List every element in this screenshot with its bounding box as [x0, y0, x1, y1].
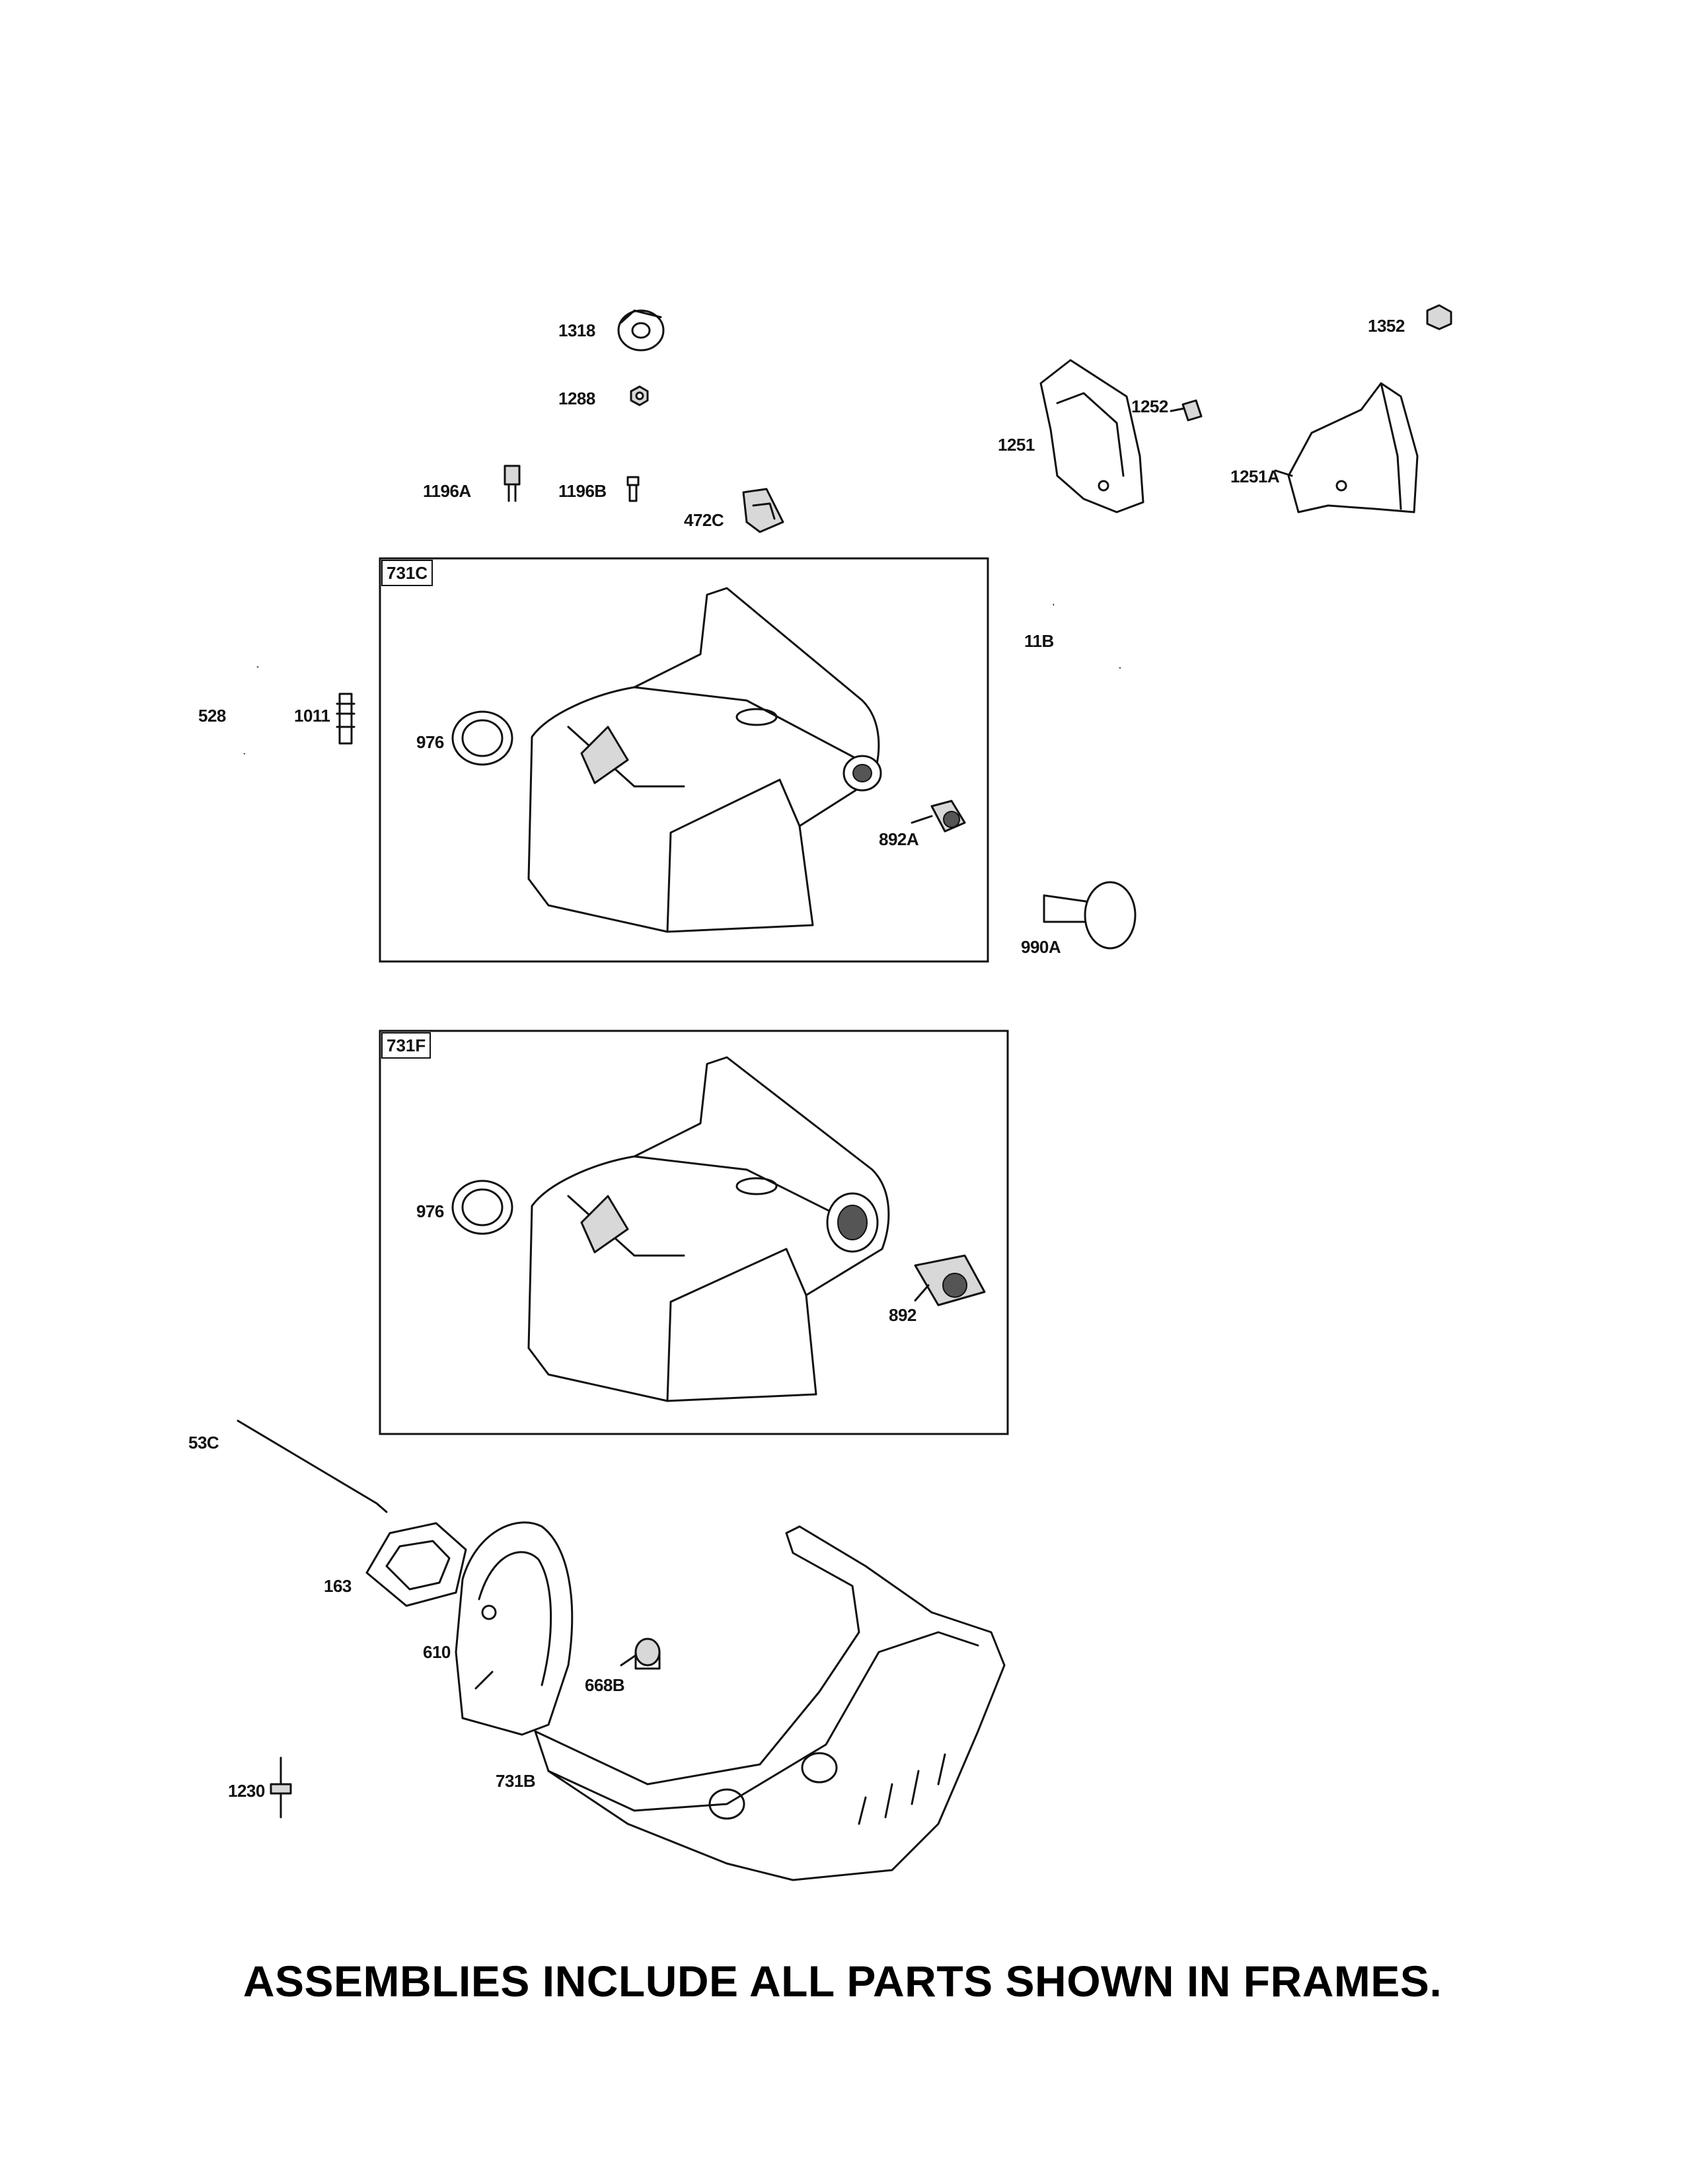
label-976-a: 976 — [416, 732, 444, 752]
part-1230-stud — [270, 1756, 292, 1819]
frame-tag-731c: 731C — [381, 560, 433, 586]
label-892: 892 — [889, 1305, 917, 1325]
label-1230: 1230 — [228, 1781, 265, 1801]
label-976-b: 976 — [416, 1201, 444, 1221]
label-1251a: 1251A — [1230, 467, 1280, 486]
part-892a-valve — [930, 800, 966, 833]
part-528-hose — [242, 666, 261, 755]
part-472c-clip — [742, 488, 784, 533]
part-1196b-screw — [626, 476, 640, 502]
part-1318-nut — [617, 309, 665, 352]
part-11b-hose — [1053, 599, 1126, 669]
part-53c-rod — [237, 1419, 388, 1513]
fuel-tank-731c — [527, 587, 882, 933]
part-892-valve — [914, 1254, 986, 1306]
label-1288: 1288 — [558, 389, 595, 408]
part-1352-nut — [1426, 304, 1452, 330]
label-668b: 668B — [585, 1675, 625, 1695]
part-990a-primer — [1043, 881, 1137, 950]
label-1011: 1011 — [294, 706, 330, 726]
part-1252-bolt — [1170, 399, 1203, 422]
label-731b: 731B — [496, 1771, 536, 1791]
leader-lines — [474, 469, 1293, 1690]
label-990a: 990A — [1021, 937, 1061, 957]
part-976-cap-a — [451, 710, 513, 766]
label-11b: 11B — [1024, 631, 1054, 651]
part-731b-guard — [534, 1525, 1006, 1881]
label-610: 610 — [423, 1642, 451, 1662]
label-1196b: 1196B — [558, 481, 607, 501]
label-1251: 1251 — [998, 435, 1035, 455]
part-976-cap-b — [451, 1180, 513, 1235]
frame-731c-border — [379, 557, 989, 963]
frame-tag-731f: 731F — [381, 1032, 431, 1059]
part-1251-shield — [1039, 359, 1144, 513]
part-1251a-shield — [1287, 382, 1419, 513]
label-472c: 472C — [684, 510, 724, 530]
part-1011-fitting — [336, 693, 356, 745]
label-53c: 53C — [188, 1433, 219, 1452]
label-1352: 1352 — [1368, 316, 1405, 336]
label-163: 163 — [324, 1576, 352, 1596]
label-1196a: 1196A — [423, 481, 471, 501]
label-528: 528 — [198, 706, 226, 726]
frame-731f-border — [379, 1030, 1009, 1435]
part-1196a-screw — [504, 465, 521, 502]
label-1252: 1252 — [1131, 396, 1168, 416]
label-892a: 892A — [879, 829, 919, 849]
part-668b-spacer — [634, 1638, 661, 1670]
label-1318: 1318 — [558, 320, 595, 340]
fuel-tank-731f — [527, 1056, 890, 1402]
part-1288-nut — [630, 385, 649, 406]
assembly-note: ASSEMBLIES INCLUDE ALL PARTS SHOWN IN FR… — [243, 1957, 1442, 2006]
part-163-gasket — [365, 1522, 467, 1607]
part-610-shield — [455, 1521, 574, 1736]
